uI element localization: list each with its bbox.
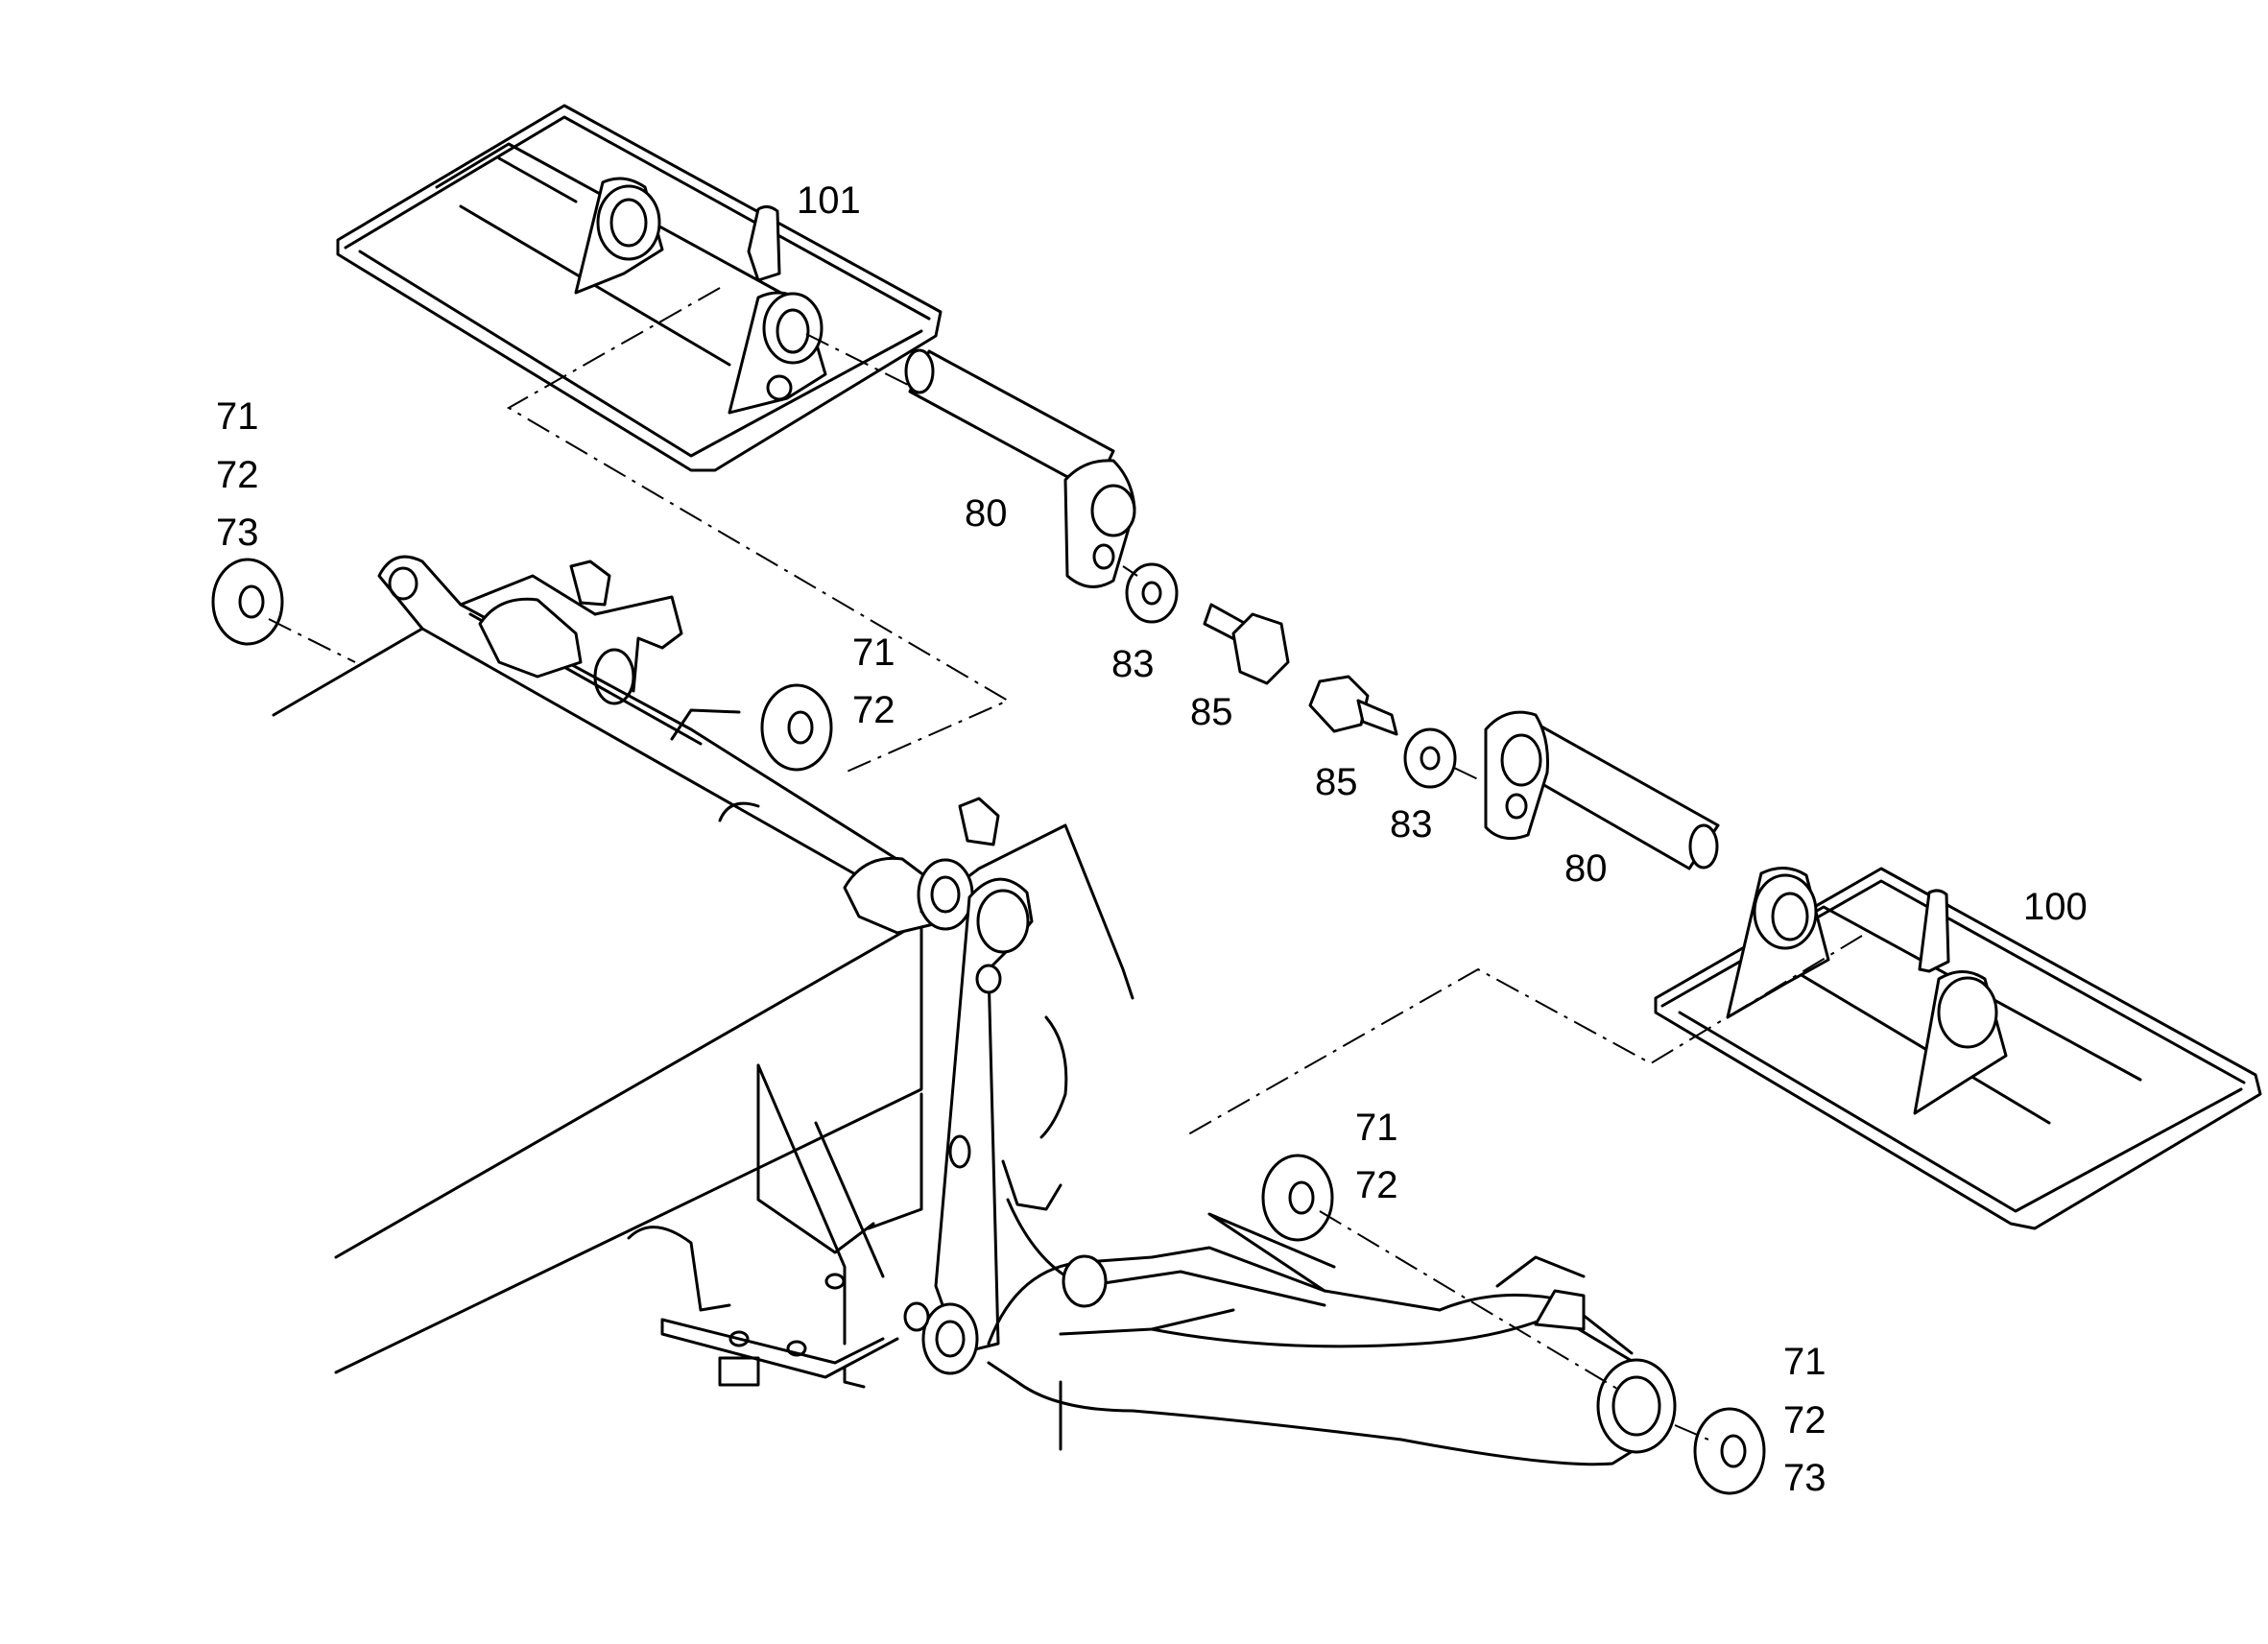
label-85-left: 85 (1190, 691, 1233, 733)
washer-83-right (1403, 727, 1457, 789)
label-72-right-inner: 72 (1355, 1164, 1398, 1206)
label-83-right: 83 (1390, 803, 1433, 846)
label-85-right: 85 (1315, 761, 1358, 803)
blade-101 (336, 104, 943, 472)
label-71-right-outer: 71 (1783, 1341, 1826, 1383)
shim-stack-left-inner (760, 683, 833, 772)
washer-83-left (1125, 562, 1179, 624)
label-80-left: 80 (965, 492, 1008, 535)
label-71-right-inner: 71 (1355, 1107, 1398, 1149)
bolt-85-left (1203, 603, 1290, 685)
label-71-left-outer: 71 (216, 395, 259, 438)
label-80-right: 80 (1564, 847, 1608, 890)
shim-stack-right-inner (1261, 1154, 1334, 1242)
blade-100 (1654, 867, 2262, 1230)
label-73-right-outer: 73 (1783, 1457, 1826, 1499)
pin-80-left (904, 348, 1136, 588)
callout-labels: 101 100 80 80 83 83 85 85 71 72 73 71 72… (216, 179, 2088, 1499)
shim-stack-left-outer (211, 558, 284, 646)
assembly-centerlines (268, 287, 1863, 1441)
label-72-right-outer: 72 (1783, 1399, 1826, 1441)
axle-frame-assembly (272, 555, 1677, 1466)
bolt-85-right (1308, 675, 1398, 736)
shim-stack-right-outer (1693, 1407, 1766, 1495)
label-100: 100 (2023, 886, 2088, 928)
label-72-left-outer: 72 (216, 454, 259, 496)
label-101: 101 (797, 179, 861, 222)
label-83-left: 83 (1111, 643, 1155, 685)
label-73-left-outer: 73 (216, 512, 259, 554)
label-71-left-inner: 71 (852, 631, 895, 674)
label-72-left-inner: 72 (852, 689, 895, 731)
pin-80-right (1484, 710, 1720, 870)
